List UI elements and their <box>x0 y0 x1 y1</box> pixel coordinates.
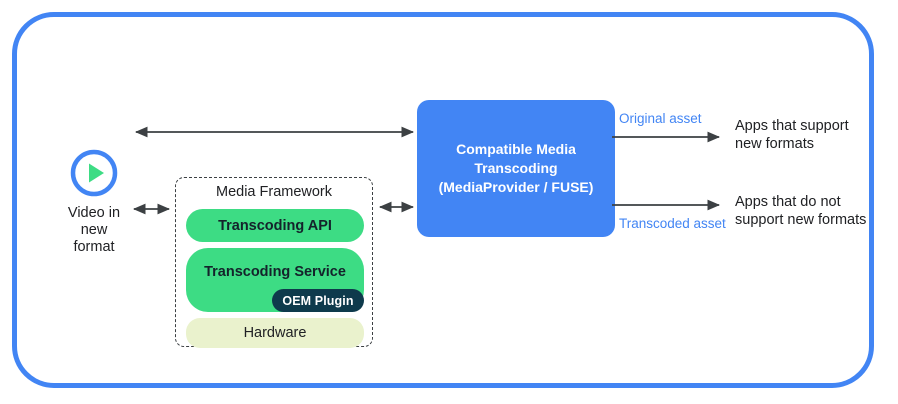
video-source-label: Video in new format <box>67 205 121 255</box>
consumer-apps-supported-label: Apps that support new formats <box>735 118 849 152</box>
transcoding-api-block: Transcoding API <box>186 209 364 242</box>
video-source-node: Video in new format <box>46 148 142 256</box>
arrow-framework-to-transcoding <box>378 201 415 213</box>
compatible-media-transcoding-box: Compatible Media Transcoding (MediaProvi… <box>417 100 615 237</box>
oem-plugin-badge: OEM Plugin <box>272 289 364 312</box>
transcoded-asset-label: Transcoded asset <box>619 216 726 231</box>
compatible-media-transcoding-label: Compatible Media Transcoding (MediaProvi… <box>438 141 594 195</box>
transcoding-api-label: Transcoding API <box>218 217 332 234</box>
consumer-apps-unsupported-label: Apps that do not support new formats <box>735 194 867 228</box>
play-circle-icon <box>70 149 118 197</box>
arrow-video-to-framework <box>132 203 171 215</box>
original-asset-label: Original asset <box>619 111 702 126</box>
hardware-block: Hardware <box>186 318 364 348</box>
arrow-original-asset <box>612 131 721 143</box>
media-framework-container: Media Framework Transcoding API Transcod… <box>175 177 373 348</box>
media-framework-title: Media Framework <box>215 184 333 200</box>
oem-plugin-label: OEM Plugin <box>282 293 354 308</box>
arrow-transcoded-asset <box>612 199 721 211</box>
hardware-label: Hardware <box>243 325 307 341</box>
arrow-video-to-transcoding <box>134 126 415 138</box>
transcoding-service-label: Transcoding Service <box>204 264 346 280</box>
